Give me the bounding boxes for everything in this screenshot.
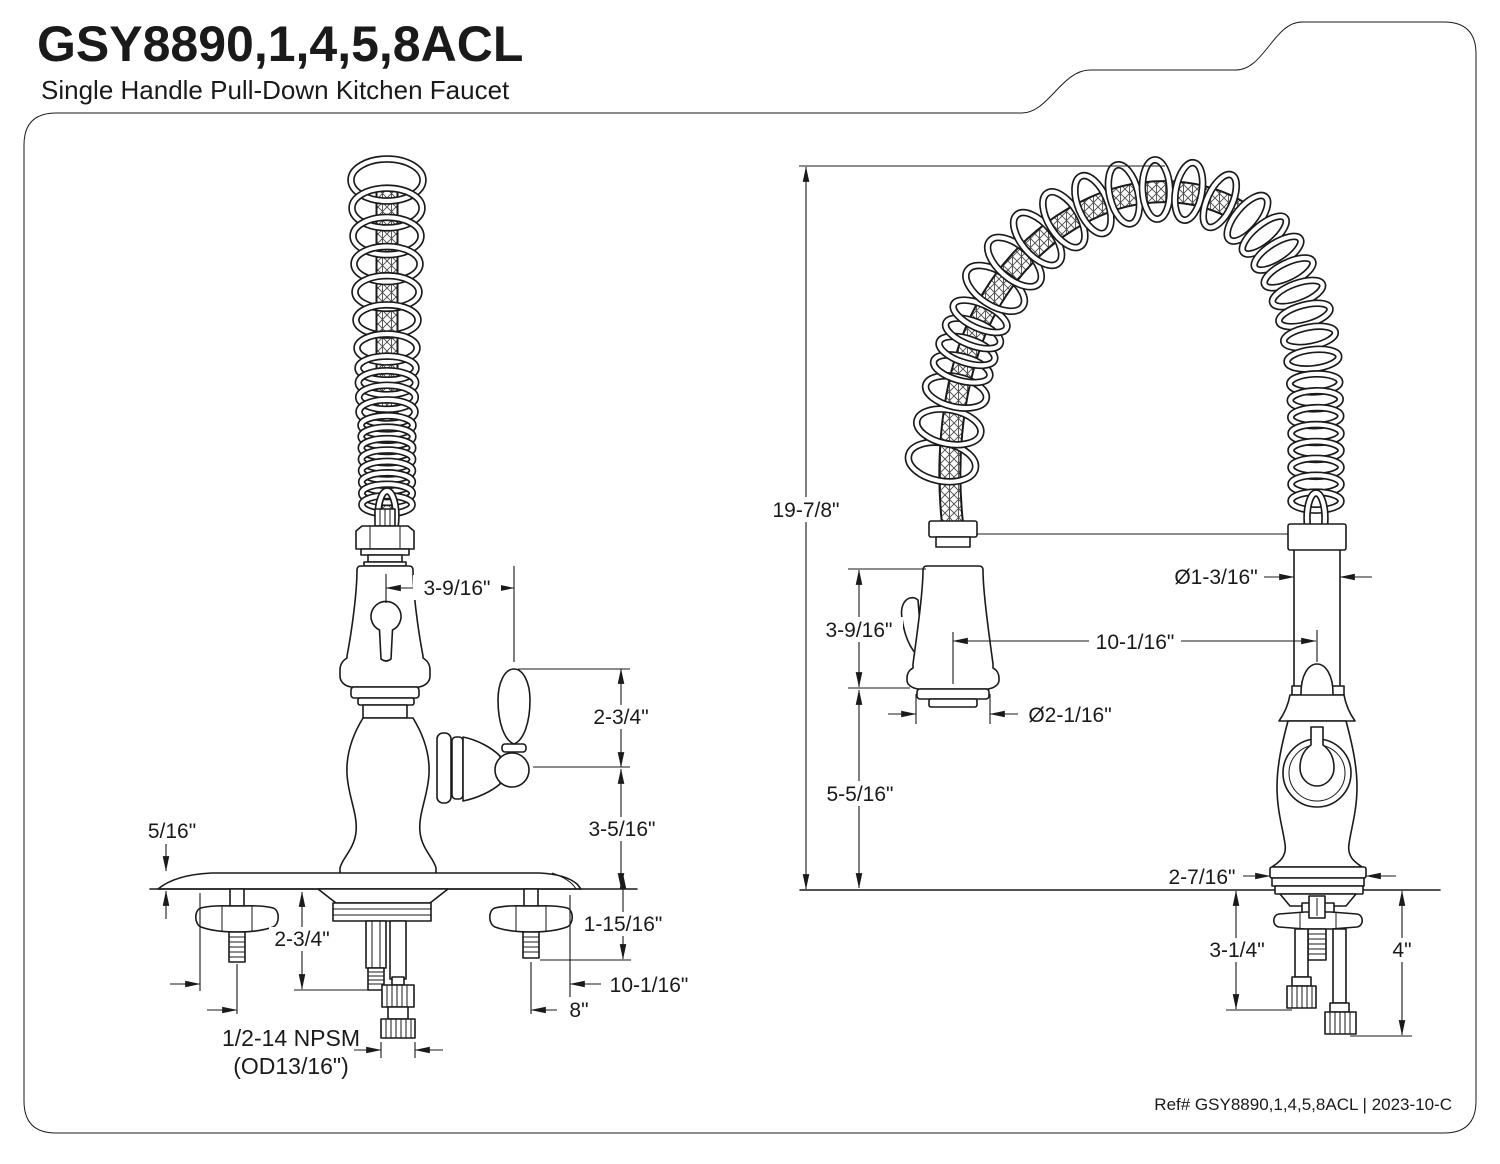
mounting-hardware-left-bolt: [194, 888, 280, 963]
dim-supply-hose-long: 4": [1392, 939, 1411, 962]
spray-head-side: [339, 565, 431, 706]
dim-mounting-bolt-drop: 1-15/16": [584, 913, 663, 936]
keyhole-slot: [370, 600, 402, 662]
dim-plate-thickness: 5/16": [148, 820, 196, 843]
faucet-body-front: [1271, 663, 1363, 868]
spray-head-front: [900, 520, 1000, 708]
sheet-border: [23, 21, 1477, 1134]
dim-body-height: 3-5/16": [589, 818, 656, 841]
dim-overall-height: 19-7/8": [773, 499, 840, 522]
handle-pendant: [1299, 726, 1335, 787]
dim-supply-hose-short: 3-1/4": [1209, 939, 1264, 962]
dim-thread-spec: 1/2-14 NPSM: [222, 1025, 360, 1051]
handle-side: [436, 668, 531, 804]
dim-shank-below-deck: 2-3/4": [274, 928, 329, 951]
spring-coil: [347, 155, 427, 545]
dim-thread-od: (OD13/16"): [233, 1053, 349, 1079]
hose-nut: [355, 508, 415, 567]
right-view-drawing: 19-7/8" 3-9/16" 5-5/16" Ø1-3/16" 10-1/16…: [762, 156, 1441, 1037]
dim-spray-head-height: 3-9/16": [826, 619, 893, 642]
dimensions-right-view: 19-7/8" 3-9/16" 5-5/16" Ø1-3/16" 10-1/16…: [762, 165, 1415, 1037]
mounting-hardware-right-bolt: [488, 888, 574, 959]
base-and-mounting-front: [1269, 866, 1367, 1035]
header: GSY8890,1,4,5,8ACL Single Handle Pull-Do…: [37, 16, 523, 105]
page-subtitle: Single Handle Pull-Down Kitchen Faucet: [41, 75, 510, 105]
dim-handle-height: 2-3/4": [593, 706, 648, 729]
dim-spout-reach: 10-1/16": [1096, 631, 1175, 654]
spring-coil-arc: [904, 156, 1345, 547]
dimensions-left-view: 3-9/16" 2-3/4" 3-5/16" 5/16" 2-3/4" 1-15…: [148, 566, 689, 1079]
deck-plate: [149, 872, 638, 890]
dim-bolt-spacing: 8": [569, 999, 588, 1022]
dim-spout-clearance: 5-5/16": [827, 783, 894, 806]
mounting-shank: [317, 888, 449, 1039]
handle-pivot: [494, 752, 530, 788]
handle-knob: [497, 668, 531, 745]
dim-base-diameter: 2-7/16": [1169, 866, 1236, 889]
ref-number: Ref# GSY8890,1,4,5,8ACL | 2023-10-C: [1154, 1095, 1452, 1114]
page-title: GSY8890,1,4,5,8ACL: [37, 16, 523, 72]
dim-hose-diameter: Ø1-3/16": [1174, 566, 1257, 589]
dim-plate-length: 10-1/16": [610, 974, 689, 997]
dim-spray-head-offset: 3-9/16": [424, 577, 491, 600]
faucet-body-side: [339, 704, 437, 875]
left-view-drawing: 3-9/16" 2-3/4" 3-5/16" 5/16" 2-3/4" 1-15…: [148, 155, 689, 1079]
dim-spray-head-diameter: Ø2-1/16": [1028, 704, 1111, 727]
